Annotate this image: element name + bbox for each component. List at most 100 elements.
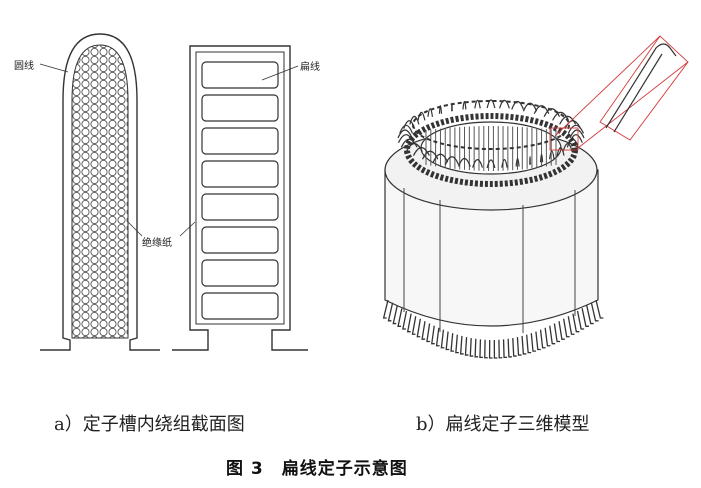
lead-terminal bbox=[421, 321, 426, 340]
hairpin-crown bbox=[566, 138, 579, 148]
lead-terminal bbox=[526, 334, 532, 354]
lead-terminal bbox=[521, 335, 527, 355]
lead-terminal bbox=[516, 337, 522, 356]
hairpin-crown bbox=[548, 150, 555, 160]
hairpin-callout bbox=[549, 35, 689, 151]
insulation-leader-right bbox=[179, 221, 196, 237]
hairpin-crown bbox=[472, 159, 484, 168]
lead-terminal bbox=[590, 302, 599, 322]
flat-wire-conductor bbox=[201, 94, 279, 122]
flat-wire-conductor bbox=[201, 160, 279, 188]
lead-terminal bbox=[440, 329, 445, 349]
hairpin-crown bbox=[559, 115, 577, 125]
insulation-leader-left bbox=[127, 221, 143, 237]
lead-terminal bbox=[382, 299, 389, 319]
hairpin-crown bbox=[486, 159, 496, 169]
hairpin-crown bbox=[458, 157, 471, 167]
lead-terminal bbox=[479, 339, 483, 359]
subcaption-b: b）扁线定子三维模型 bbox=[416, 414, 590, 435]
hairpin-detail bbox=[605, 43, 677, 133]
lead-terminal bbox=[553, 323, 561, 343]
lead-terminal bbox=[464, 337, 469, 356]
hairpin-crown bbox=[397, 129, 413, 139]
lead-terminal bbox=[402, 310, 408, 330]
lead-terminal bbox=[411, 316, 417, 335]
lead-terminal bbox=[563, 318, 570, 338]
hairpin-crown bbox=[427, 108, 434, 117]
hairpin-crown bbox=[397, 134, 415, 143]
lead-terminal bbox=[530, 333, 536, 352]
hairpin-crown bbox=[412, 147, 430, 156]
hairpin-crown bbox=[501, 159, 508, 168]
lead-terminal bbox=[572, 313, 580, 333]
lead-terminal bbox=[387, 302, 394, 322]
lead-terminal bbox=[502, 339, 508, 359]
lead-terminal bbox=[392, 305, 398, 325]
hairpin-crown bbox=[432, 153, 449, 163]
hairpin-crown bbox=[438, 105, 443, 114]
flat-wire-conductor bbox=[201, 292, 279, 320]
flat-wire-conductor bbox=[201, 226, 279, 254]
hairpin-crown bbox=[399, 124, 413, 134]
lead-terminal bbox=[459, 335, 464, 355]
hairpin-crown bbox=[417, 111, 426, 121]
hairpin-crown bbox=[522, 102, 538, 112]
lead-terminal bbox=[549, 325, 556, 345]
flat-wire-leader bbox=[261, 65, 299, 81]
hairpin-crown bbox=[474, 99, 481, 109]
hairpin-crown bbox=[403, 120, 416, 129]
lead-terminal bbox=[539, 329, 546, 349]
flat-wire-conductor bbox=[201, 259, 279, 287]
hairpin-crown bbox=[444, 156, 460, 165]
lead-terminal bbox=[498, 339, 503, 359]
hairpin-crown bbox=[539, 153, 544, 163]
hairpin-crown bbox=[556, 147, 565, 156]
lead-terminal bbox=[488, 339, 493, 359]
hairpin-crown bbox=[511, 100, 524, 110]
lead-terminal bbox=[586, 305, 594, 325]
lead-terminal bbox=[544, 327, 551, 347]
round-wire-slot bbox=[40, 33, 160, 351]
lead-terminal bbox=[450, 333, 455, 352]
lead-terminal bbox=[558, 321, 565, 340]
lead-terminal bbox=[455, 334, 459, 354]
hairpin-crown bbox=[552, 111, 570, 121]
hairpin-crown bbox=[486, 99, 496, 109]
subcaption-a: a）定子槽内绕组截面图 bbox=[54, 414, 245, 435]
stator-3d-model bbox=[382, 99, 604, 359]
lead-terminal bbox=[576, 310, 585, 330]
lead-terminal bbox=[512, 338, 517, 357]
hairpin-crown bbox=[421, 150, 439, 160]
flat-wire-conductor bbox=[201, 61, 279, 89]
round-wire-label: 圆线 bbox=[14, 61, 34, 72]
lead-terminal bbox=[435, 327, 440, 347]
lead-terminal bbox=[567, 316, 575, 335]
lead-terminal bbox=[474, 338, 479, 358]
lead-terminal bbox=[406, 313, 412, 333]
lead-terminal bbox=[484, 339, 488, 359]
lead-terminal bbox=[493, 339, 498, 359]
lead-terminal bbox=[469, 338, 474, 357]
hairpin-crown bbox=[562, 143, 573, 152]
hairpin-crown bbox=[498, 99, 510, 109]
flat-wire-conductor bbox=[201, 193, 279, 221]
round-wire-leader bbox=[39, 63, 69, 73]
hairpin-crown bbox=[409, 115, 420, 125]
flat-wire-slot bbox=[172, 45, 308, 351]
flat-wire-conductor bbox=[201, 127, 279, 155]
hairpin-crown bbox=[569, 129, 585, 139]
lead-terminal bbox=[426, 323, 431, 343]
lead-terminal bbox=[397, 308, 403, 327]
hairpin-crown bbox=[462, 100, 467, 110]
flat-wire-label: 扁线 bbox=[300, 62, 320, 73]
lead-terminal bbox=[595, 299, 604, 319]
lead-terminal bbox=[416, 318, 421, 338]
lead-terminal bbox=[431, 325, 435, 345]
lead-terminal bbox=[445, 331, 450, 351]
lead-terminal bbox=[535, 331, 541, 351]
hairpin-crown bbox=[400, 138, 418, 148]
lead-terminal bbox=[507, 338, 512, 358]
insulation-paper-label: 绝缘纸 bbox=[142, 238, 172, 249]
